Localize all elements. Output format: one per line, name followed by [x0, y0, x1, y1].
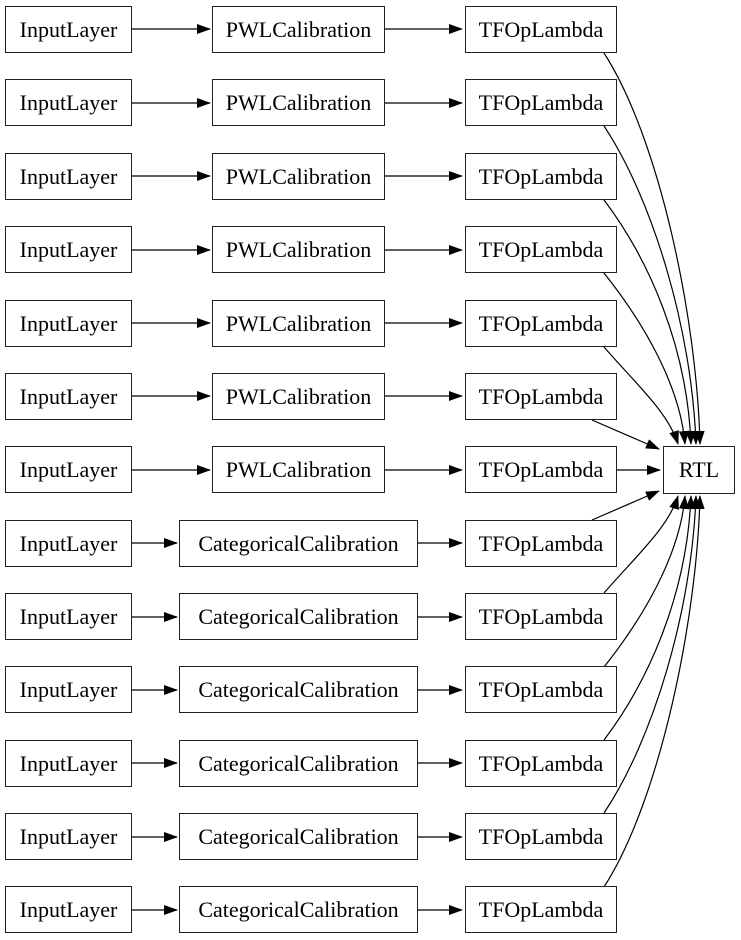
node-tfoplambda: TFOpLambda	[465, 666, 617, 713]
node-inputlayer: InputLayer	[5, 6, 132, 53]
node-calibration: PWLCalibration	[212, 79, 385, 126]
node-calibration: CategoricalCalibration	[179, 593, 418, 640]
node-inputlayer: InputLayer	[5, 226, 132, 273]
node-inputlayer: InputLayer	[5, 740, 132, 787]
edge-lambda-rtl-12	[603, 495, 701, 814]
node-tfoplambda: TFOpLambda	[465, 593, 617, 640]
node-calibration: CategoricalCalibration	[179, 666, 418, 713]
node-inputlayer: InputLayer	[5, 373, 132, 420]
node-inputlayer: InputLayer	[5, 153, 132, 200]
node-tfoplambda: TFOpLambda	[465, 300, 617, 347]
edge-lambda-rtl-5	[603, 346, 679, 445]
node-calibration: PWLCalibration	[212, 6, 385, 53]
node-tfoplambda: TFOpLambda	[465, 886, 617, 933]
node-tfoplambda: TFOpLambda	[465, 740, 617, 787]
node-inputlayer: InputLayer	[5, 520, 132, 567]
node-tfoplambda: TFOpLambda	[465, 373, 617, 420]
node-tfoplambda: TFOpLambda	[465, 153, 617, 200]
node-tfoplambda: TFOpLambda	[465, 226, 617, 273]
node-calibration: CategoricalCalibration	[179, 740, 418, 787]
node-calibration: CategoricalCalibration	[179, 886, 418, 933]
edge-lambda-rtl-10	[603, 495, 689, 668]
edge-lambda-rtl-11	[603, 495, 696, 741]
node-calibration: PWLCalibration	[212, 300, 385, 347]
node-calibration: CategoricalCalibration	[179, 813, 418, 860]
node-tfoplambda: TFOpLambda	[465, 6, 617, 53]
node-calibration: PWLCalibration	[212, 446, 385, 493]
node-inputlayer: InputLayer	[5, 886, 132, 933]
edge-lambda-rtl-2	[603, 125, 701, 445]
edge-lambda-rtl-9	[603, 495, 679, 594]
node-inputlayer: InputLayer	[5, 813, 132, 860]
edge-lambda-rtl-6	[591, 419, 660, 450]
node-calibration: CategoricalCalibration	[179, 520, 418, 567]
node-inputlayer: InputLayer	[5, 593, 132, 640]
edge-lambda-rtl-13	[603, 495, 705, 888]
edge-lambda-rtl-8	[591, 490, 660, 521]
node-calibration: PWLCalibration	[212, 373, 385, 420]
node-inputlayer: InputLayer	[5, 79, 132, 126]
edge-lambda-rtl-4	[603, 272, 689, 445]
node-tfoplambda: TFOpLambda	[465, 520, 617, 567]
node-inputlayer: InputLayer	[5, 666, 132, 713]
edge-lambda-rtl-1	[603, 52, 705, 445]
node-inputlayer: InputLayer	[5, 446, 132, 493]
edge-lambda-rtl-3	[603, 199, 696, 445]
node-calibration: PWLCalibration	[212, 226, 385, 273]
node-calibration: PWLCalibration	[212, 153, 385, 200]
node-tfoplambda: TFOpLambda	[465, 446, 617, 493]
node-rtl: RTL	[663, 446, 735, 494]
node-tfoplambda: TFOpLambda	[465, 813, 617, 860]
node-tfoplambda: TFOpLambda	[465, 79, 617, 126]
node-inputlayer: InputLayer	[5, 300, 132, 347]
